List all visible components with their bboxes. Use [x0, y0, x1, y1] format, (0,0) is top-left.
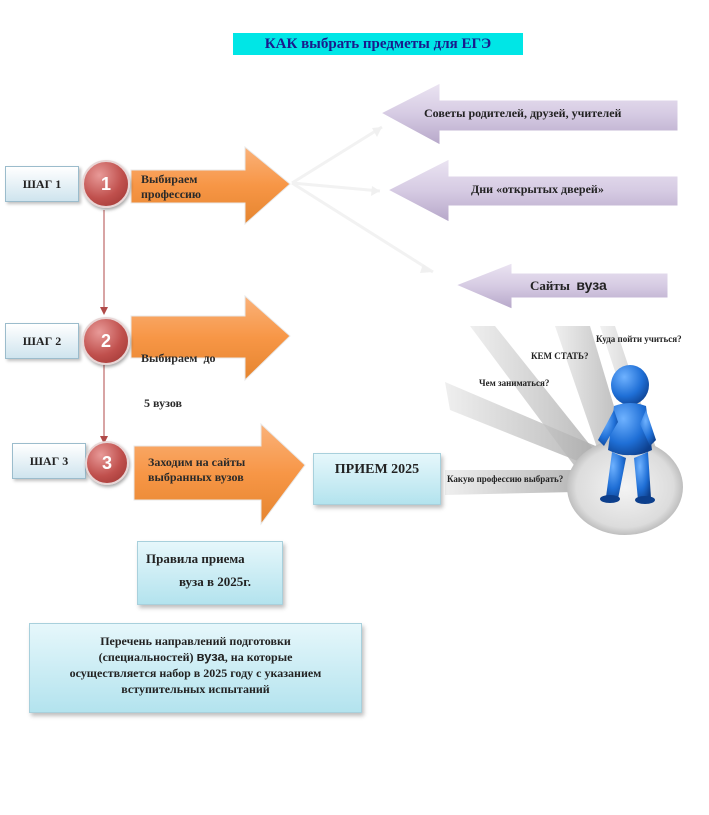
programs-list-line2-b: вуза: [196, 649, 225, 664]
advice-arrow: [379, 82, 679, 146]
step3-arrow: [133, 422, 306, 526]
crossroads-illustration: [445, 326, 683, 535]
step-2-label: ШАГ 2: [5, 323, 79, 359]
step-2-action: Выбираем до 5 вузов: [141, 321, 216, 426]
question-which-profession: Какую профессию выбрать?: [447, 474, 564, 484]
advice-label: Советы родителей, друзей, учителей: [424, 106, 622, 120]
question-what-do: Чем заниматься?: [479, 378, 550, 388]
programs-list-line3: осуществляется набор в 2025 году с указа…: [69, 666, 322, 680]
programs-list-line4: вступительных испытаний: [121, 682, 270, 696]
websites-label-word: вуза: [576, 277, 607, 293]
step-3-action-line1: Заходим на сайты: [148, 455, 246, 469]
rules-box-line1: Правила приема: [146, 551, 245, 566]
websites-label: Сайты вуза: [530, 277, 607, 294]
step1-arrow: [130, 145, 291, 226]
programs-list-line1: Перечень направлений подготовки: [100, 634, 291, 648]
rules-box: Правила приема вуза в 2025г.: [137, 541, 283, 605]
programs-list-line2-c: , на которые: [224, 650, 293, 664]
programs-list-box: Перечень направлений подготовки (специал…: [29, 623, 362, 713]
step-3-action-line2: выбранных вузов: [148, 470, 244, 484]
open-days-arrow: [386, 158, 679, 223]
step-1-action-line2: профессию: [141, 187, 202, 201]
step2-arrow: [130, 294, 291, 382]
step-3-action: Заходим на сайты выбранных вузов: [148, 455, 245, 485]
websites-arrow: [454, 262, 669, 310]
step-3-label: ШАГ 3: [12, 443, 86, 479]
step-2-action-line1: Выбираем до: [141, 351, 216, 365]
question-where-study: Куда пойти учиться?: [596, 334, 682, 344]
websites-label-prefix: Сайты: [530, 278, 570, 293]
programs-list-line2-a: (специальностей): [98, 650, 194, 664]
step-2-action-line2: 5 вузов: [141, 396, 183, 410]
question-who-become: КЕМ СТАТЬ?: [531, 351, 589, 361]
step-1-circle: 1: [82, 160, 130, 208]
page-title: КАК выбрать предметы для ЕГЭ: [233, 33, 523, 55]
step-1-action-line1: Выбираем: [141, 172, 198, 186]
step-2-circle: 2: [82, 317, 130, 365]
step-1-action: Выбираем профессию: [141, 172, 201, 202]
person-head: [611, 365, 649, 405]
rules-box-line2: вуза в 2025г.: [178, 574, 251, 589]
open-days-label: Дни «открытых дверей»: [471, 182, 604, 196]
step-3-circle: 3: [85, 441, 129, 485]
step-1-label: ШАГ 1: [5, 166, 79, 202]
admission-box: ПРИЕМ 2025: [313, 453, 441, 505]
programs-list-line2: (специальностей) вуза, на которые: [30, 649, 361, 665]
